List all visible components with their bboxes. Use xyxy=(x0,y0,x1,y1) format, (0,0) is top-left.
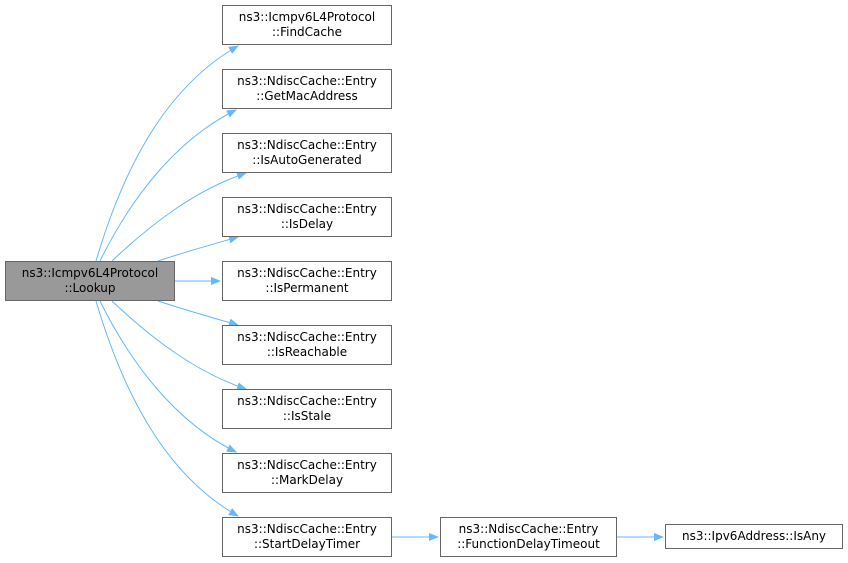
node-ipv6address-isany[interactable]: ns3::Ipv6Address::IsAny xyxy=(665,524,843,549)
edge-lookup-to-markdelay xyxy=(99,300,237,453)
node-isdelay-line2: ::IsDelay xyxy=(280,217,334,231)
node-findcache-line1: ns3::Icmpv6L4Protocol xyxy=(238,10,376,24)
node-getmacaddress-line1: ns3::NdiscCache::Entry xyxy=(237,74,377,88)
node-ispermanent-line2: ::IsPermanent xyxy=(265,281,349,295)
node-markdelay[interactable]: ns3::NdiscCache::Entry ::MarkDelay xyxy=(222,453,392,493)
node-functiondelaytimeout-line1: ns3::NdiscCache::Entry xyxy=(458,522,599,536)
node-ipv6address-isany-line1: ns3::Ipv6Address::IsAny xyxy=(681,529,827,543)
node-lookup: ns3::Icmpv6L4Protocol ::Lookup xyxy=(5,261,175,301)
node-isreachable-line1: ns3::NdiscCache::Entry xyxy=(237,330,377,344)
node-startdelaytimer-line1: ns3::NdiscCache::Entry xyxy=(237,522,377,536)
node-isreachable-line2: ::IsReachable xyxy=(266,345,348,359)
node-startdelaytimer-line2: ::StartDelayTimer xyxy=(253,537,361,551)
node-getmacaddress-line2: ::GetMacAddress xyxy=(256,89,358,103)
node-lookup-line1: ns3::Icmpv6L4Protocol xyxy=(21,266,159,280)
node-lookup-line2: ::Lookup xyxy=(64,281,116,295)
node-isdelay[interactable]: ns3::NdiscCache::Entry ::IsDelay xyxy=(222,197,392,237)
edge-lookup-to-isdelay xyxy=(157,235,239,262)
edge-lookup-to-isstale xyxy=(111,300,247,390)
node-markdelay-line2: ::MarkDelay xyxy=(270,473,344,487)
node-isstale-line1: ns3::NdiscCache::Entry xyxy=(237,394,377,408)
node-isautogenerated[interactable]: ns3::NdiscCache::Entry ::IsAutoGenerated xyxy=(222,133,392,173)
node-isautogenerated-line2: ::IsAutoGenerated xyxy=(252,153,362,167)
node-startdelaytimer[interactable]: ns3::NdiscCache::Entry ::StartDelayTimer xyxy=(222,517,392,557)
node-isreachable[interactable]: ns3::NdiscCache::Entry ::IsReachable xyxy=(222,325,392,365)
node-functiondelaytimeout-line2: ::FunctionDelayTimeout xyxy=(457,537,600,551)
edge-lookup-to-isauto xyxy=(111,172,247,262)
node-findcache-line2: ::FindCache xyxy=(272,25,342,39)
node-isdelay-line1: ns3::NdiscCache::Entry xyxy=(237,202,377,216)
edge-lookup-to-findcache xyxy=(95,45,239,262)
node-markdelay-line1: ns3::NdiscCache::Entry xyxy=(237,458,377,472)
node-findcache[interactable]: ns3::Icmpv6L4Protocol ::FindCache xyxy=(222,5,392,45)
edge-lookup-to-getmac xyxy=(99,109,237,262)
node-getmacaddress[interactable]: ns3::NdiscCache::Entry ::GetMacAddress xyxy=(222,69,392,109)
node-functiondelaytimeout[interactable]: ns3::NdiscCache::Entry ::FunctionDelayTi… xyxy=(440,517,617,557)
node-isstale-line2: ::IsStale xyxy=(282,409,332,423)
node-isstale[interactable]: ns3::NdiscCache::Entry ::IsStale xyxy=(222,389,392,429)
edge-lookup-to-isreach xyxy=(157,300,239,327)
node-isautogenerated-line1: ns3::NdiscCache::Entry xyxy=(237,138,377,152)
node-ispermanent-line1: ns3::NdiscCache::Entry xyxy=(237,266,377,280)
edge-lookup-to-startdelay xyxy=(95,300,239,517)
node-ispermanent[interactable]: ns3::NdiscCache::Entry ::IsPermanent xyxy=(222,261,392,301)
